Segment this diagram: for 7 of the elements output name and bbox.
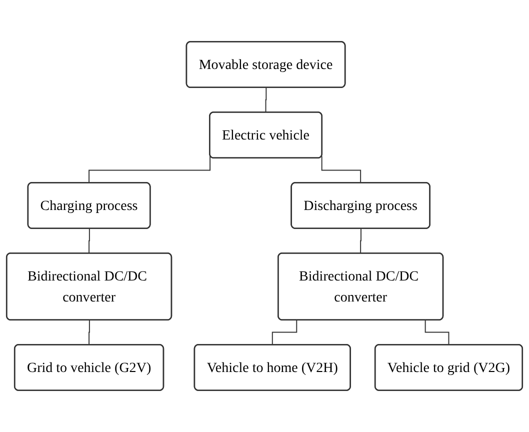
connector bbox=[321, 156, 362, 184]
connector bbox=[265, 87, 267, 114]
connector bbox=[424, 320, 450, 346]
connector bbox=[88, 228, 90, 254]
connector bbox=[88, 320, 90, 346]
connector bbox=[360, 228, 362, 254]
connector bbox=[272, 320, 298, 346]
